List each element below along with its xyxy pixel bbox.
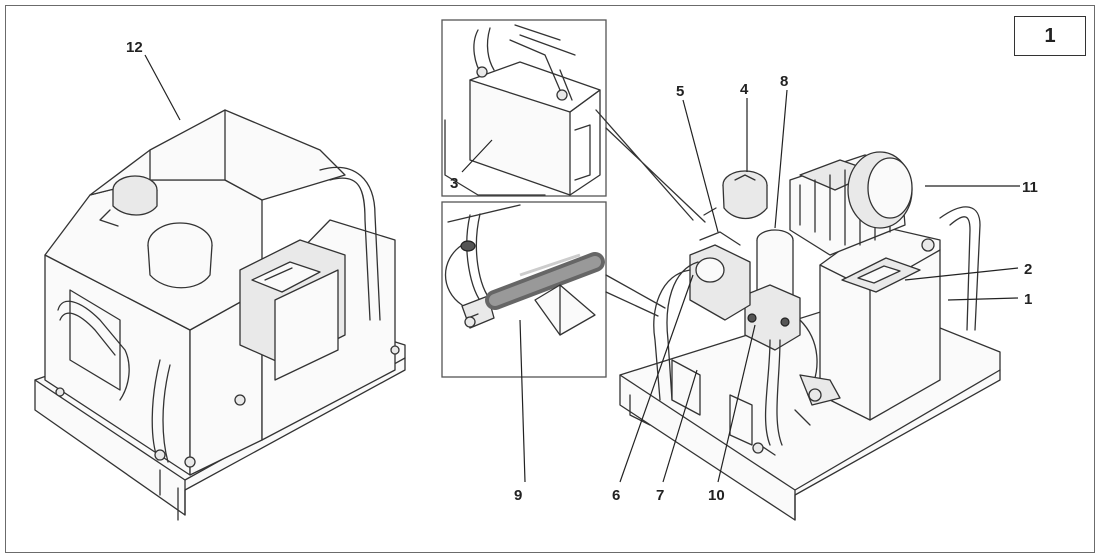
callout-5: 5	[676, 83, 684, 100]
callout-3: 3	[450, 175, 458, 192]
inset-connector-top	[595, 109, 706, 223]
figure-number: 1	[1044, 24, 1056, 47]
callout-6: 6	[612, 487, 620, 504]
inset-sight-glass-detail	[441, 201, 607, 483]
callout-10: 10	[708, 487, 725, 504]
figure-frame	[5, 5, 1095, 553]
callout-7: 7	[656, 487, 664, 504]
callout-1: 1	[1024, 291, 1032, 308]
callout-8: 8	[780, 73, 788, 90]
inset-filter-detail	[441, 19, 607, 197]
inset-connector-bottom	[605, 274, 666, 317]
callout-12: 12	[126, 39, 143, 56]
callout-2: 2	[1024, 261, 1032, 278]
callout-11: 11	[1022, 179, 1038, 196]
callout-4: 4	[740, 81, 749, 98]
covered-unit-illustration	[34, 54, 406, 521]
open-unit-illustration	[619, 89, 1020, 521]
callout-9: 9	[514, 487, 522, 504]
figure-number-box: 1	[1014, 16, 1086, 56]
